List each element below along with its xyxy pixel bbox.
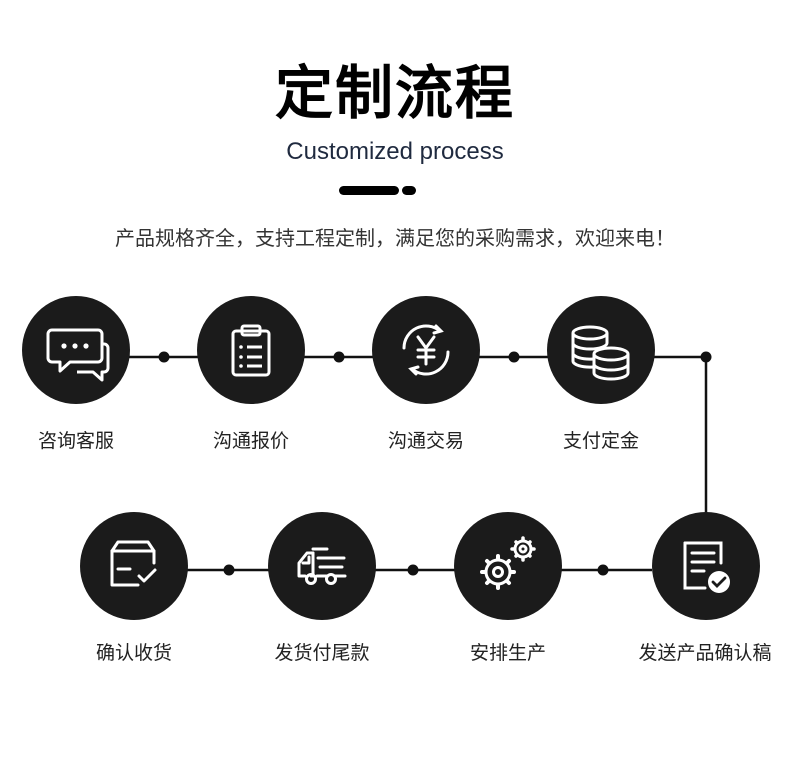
yuan-exchange-icon	[402, 324, 450, 376]
step-production	[454, 512, 562, 620]
title-underline-long	[339, 186, 399, 195]
page-description: 产品规格齐全，支持工程定制，满足您的采购需求，欢迎来电！	[115, 226, 675, 250]
step-quote	[197, 296, 305, 404]
page-subtitle: Customized process	[286, 138, 504, 165]
box-check-icon	[110, 540, 157, 587]
step-trade	[372, 296, 480, 404]
step-receive	[80, 512, 188, 620]
page-title: 定制流程	[274, 59, 515, 127]
step-label-production: 安排生产	[469, 642, 546, 664]
clipboard-icon	[231, 324, 271, 377]
chat-icon	[46, 328, 110, 382]
title-underline-dot	[402, 186, 416, 195]
step-label-deposit: 支付定金	[562, 430, 639, 452]
step-label-trade: 沟通交易	[387, 430, 464, 452]
coins-icon	[571, 325, 630, 381]
connector-dots	[158, 351, 712, 576]
step-confirm-draft	[652, 512, 760, 620]
step-label-quote: 沟通报价	[212, 430, 289, 452]
step-label-consult: 咨询客服	[37, 430, 114, 452]
step-deposit	[547, 296, 655, 404]
step-label-ship-balance: 发货付尾款	[274, 642, 370, 664]
step-ship-balance	[268, 512, 376, 620]
document-check-icon	[683, 541, 730, 593]
step-consult	[22, 296, 130, 404]
step-label-confirm-draft: 发送产品确认稿	[638, 642, 772, 664]
step-label-receive: 确认收货	[95, 642, 172, 664]
truck-icon	[297, 547, 347, 585]
gears-icon	[480, 536, 536, 590]
